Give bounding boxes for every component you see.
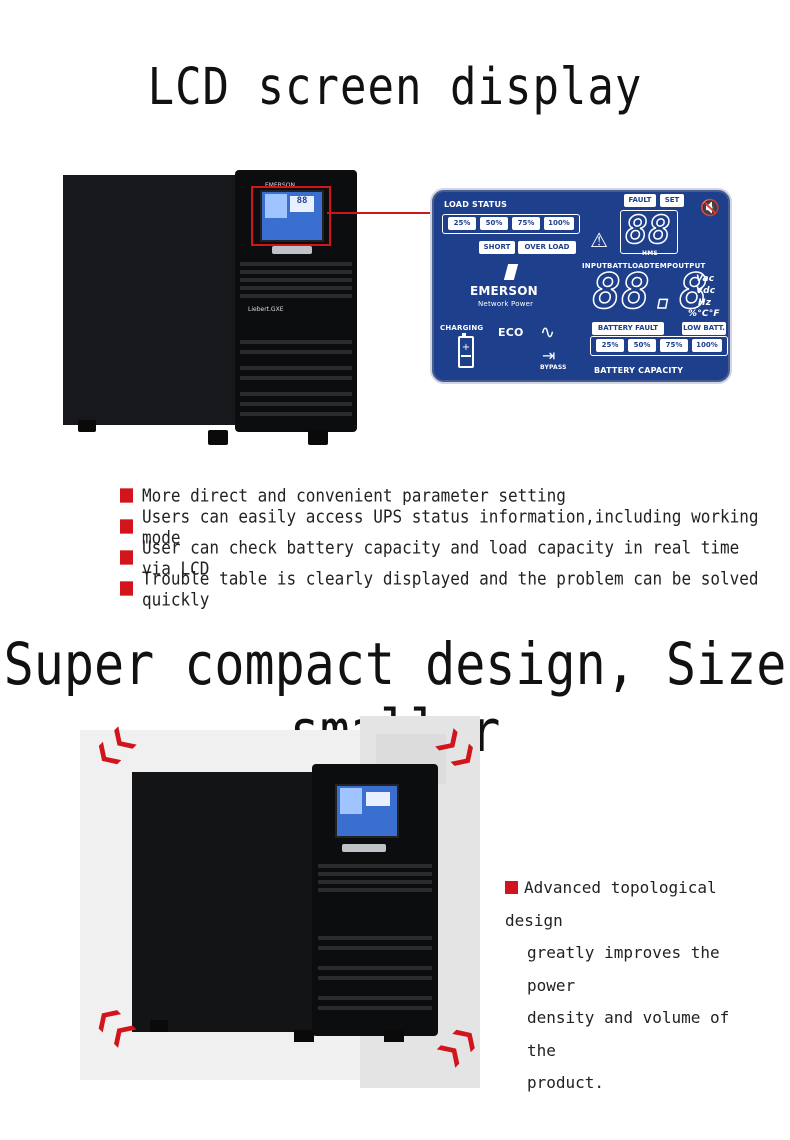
- battery-fault-indicator: BATTERY FAULT: [592, 322, 664, 335]
- battery-capacity-label: BATTERY CAPACITY: [594, 366, 684, 375]
- sine-wave-icon: ∿: [540, 322, 556, 343]
- batt-25: 25%: [596, 339, 624, 352]
- load-50: 50%: [480, 217, 508, 230]
- load-status-label: LOAD STATUS: [444, 200, 508, 209]
- load-25: 25%: [448, 217, 476, 230]
- lcd-brand-sub: Network Power: [478, 300, 534, 308]
- unit-vac: Vac: [696, 274, 715, 284]
- bypass-label: BYPASS: [540, 364, 567, 371]
- short-indicator: SHORT: [479, 241, 515, 254]
- unit-hz: Hz: [698, 298, 712, 308]
- desc-line: product.: [527, 1073, 605, 1092]
- batt-75: 75%: [660, 339, 688, 352]
- compact-comparison-image: ❯❯ ❯❯ ❯❯ ❯❯: [80, 716, 500, 1096]
- readout-labels: INPUTBATTLOADTEMPOUTPUT: [582, 262, 706, 270]
- desc-line: greatly improves the power: [527, 943, 720, 995]
- hms-label: HMS: [642, 250, 658, 257]
- time-digits: 88: [624, 207, 671, 253]
- bullet-square-icon: [505, 881, 518, 894]
- desc-line: density and volume of the: [527, 1008, 730, 1060]
- list-item: Users can easily access UPS status infor…: [120, 506, 760, 547]
- unit-display-digits: 88: [290, 196, 314, 212]
- section-title-lcd: LCD screen display: [147, 58, 643, 117]
- unit-vdc: Vdc: [696, 286, 716, 296]
- emerson-logo-icon: [503, 264, 519, 280]
- load-75: 75%: [512, 217, 540, 230]
- compact-description: Advanced topological design greatly impr…: [505, 872, 765, 1100]
- low-batt-indicator: LOW BATT.: [682, 322, 726, 335]
- bullet-square-icon: [120, 550, 133, 565]
- batt-100: 100%: [692, 339, 722, 352]
- desc-line: Advanced topological design: [505, 878, 717, 930]
- unit-brand-label: EMERSON.: [265, 182, 297, 189]
- unit-button-strip: [272, 246, 312, 254]
- bullet-text: Trouble table is clearly displayed and t…: [142, 567, 759, 610]
- bypass-arrow-icon: ⇥: [542, 346, 556, 365]
- bullet-text: More direct and convenient parameter set…: [142, 485, 566, 506]
- bullet-text: User can check battery capacity and load…: [142, 536, 740, 579]
- charging-label: CHARGING: [440, 324, 484, 332]
- lcd-brand: EMERSON: [470, 284, 538, 298]
- mute-icon: 🔇: [700, 198, 720, 217]
- main-readout-digits: 88.8: [591, 263, 708, 321]
- feature-list: More direct and convenient parameter set…: [120, 478, 760, 609]
- list-item: More direct and convenient parameter set…: [120, 478, 760, 512]
- batt-50: 50%: [628, 339, 656, 352]
- connector-line: [327, 212, 430, 214]
- lcd-panel-diagram: LOAD STATUS 25% 50% 75% 100% SHORT OVER …: [430, 188, 732, 384]
- list-item: User can check battery capacity and load…: [120, 537, 760, 578]
- bullet-square-icon: [120, 519, 133, 534]
- fault-indicator: FAULT: [624, 194, 656, 207]
- list-item: Trouble table is clearly displayed and t…: [120, 568, 760, 609]
- unit-temp: %°C°F: [688, 309, 720, 319]
- set-indicator: SET: [660, 194, 684, 207]
- overload-indicator: OVER LOAD: [518, 241, 576, 254]
- display-highlight-box: [251, 186, 331, 246]
- bullet-square-icon: [120, 488, 133, 503]
- bullet-square-icon: [120, 581, 133, 596]
- battery-icon: +: [458, 333, 474, 368]
- load-100: 100%: [544, 217, 574, 230]
- desc-line-text: Advanced topological design: [505, 878, 717, 930]
- unit-model-label: Liebert.GXE: [248, 306, 284, 313]
- eco-label: ECO: [498, 326, 524, 339]
- warning-icon: ⚠: [590, 228, 608, 252]
- bullet-text: Users can easily access UPS status infor…: [142, 505, 759, 548]
